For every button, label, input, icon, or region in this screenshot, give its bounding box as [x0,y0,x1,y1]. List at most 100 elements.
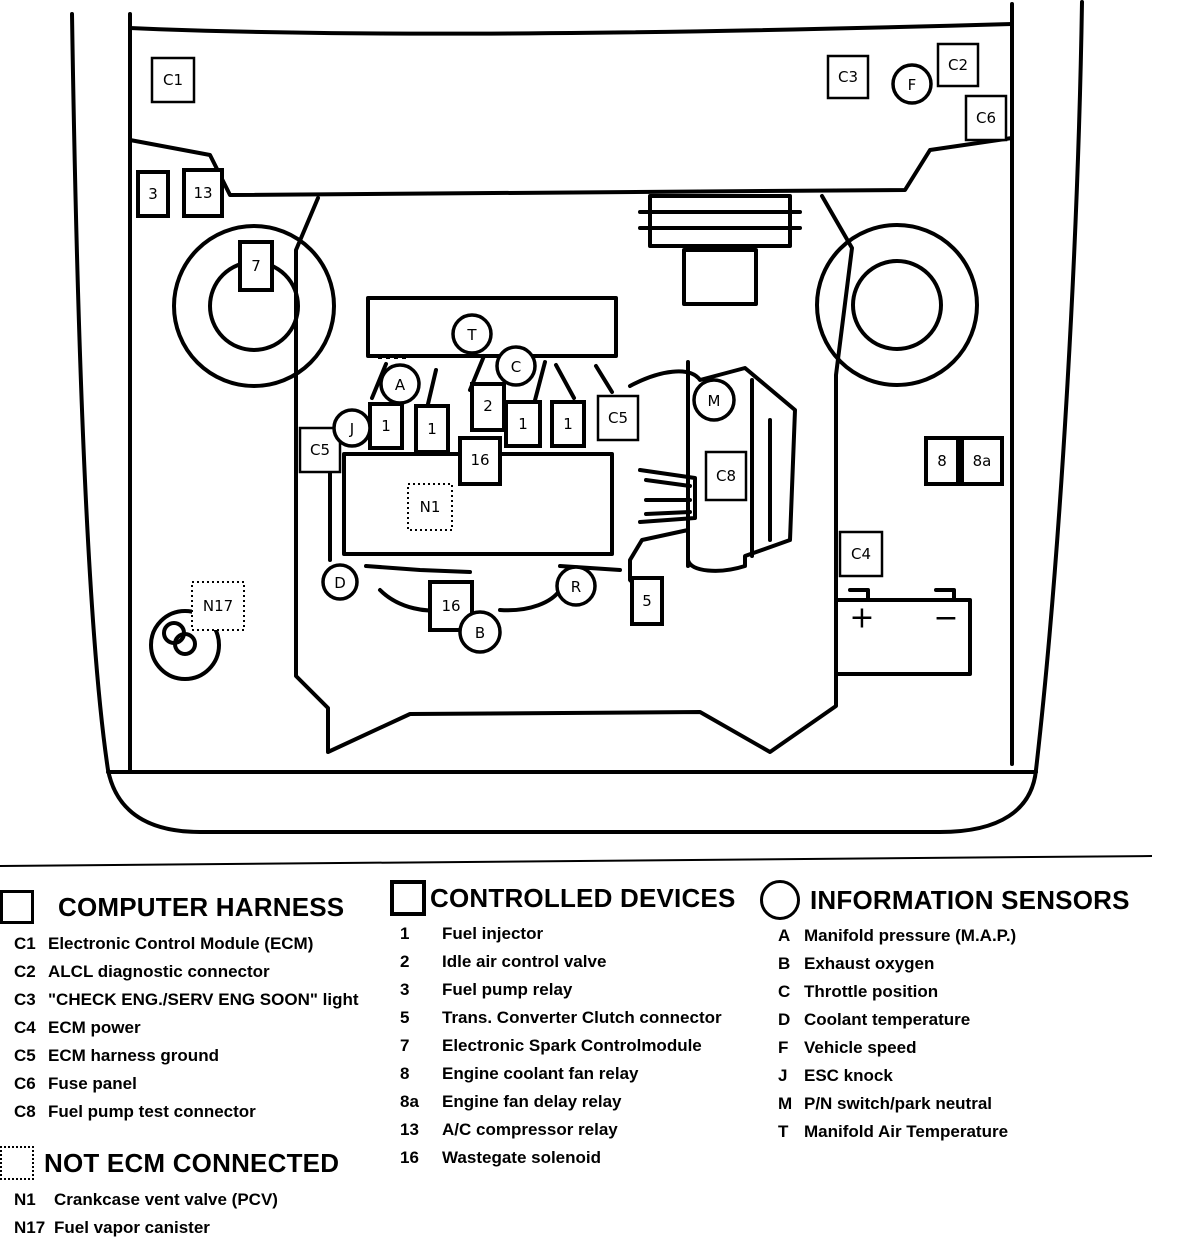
sensor-m-circle [692,378,736,422]
legend-item-code: C1 [14,934,36,953]
legend-item-code: D [778,1010,791,1029]
legend-item: C3"CHECK ENG./SERV ENG SOON" light [14,986,380,1014]
label-1a: 1 [381,417,391,435]
sensor-f-circle [891,63,933,105]
firewall-panel [128,22,1014,197]
legend-not-ecm-heading: NOT ECM CONNECTED [44,1147,340,1178]
label-f: F [908,76,917,94]
label-7: 7 [251,257,261,275]
harness-symbol-icon [0,890,34,924]
label-t: T [466,326,477,344]
label-c4: C4 [851,545,871,563]
right-strut-tower [815,223,979,387]
legend-item-code: C [778,982,791,1001]
label-n17: N17 [203,597,233,615]
legend-item-code: T [778,1122,789,1141]
device-16-bottom-box [428,580,474,632]
legend-item-text: Throttle position [804,982,939,1001]
label-a: A [395,376,406,394]
harness-c8-box [704,450,748,502]
label-1d: 1 [563,415,573,433]
legend-sensors-heading-row: INFORMATION SENSORS [760,880,1180,920]
sensor-t-circle [451,313,493,355]
legend-item: 1 Fuel injector [400,920,770,948]
label-c1: C1 [163,71,183,89]
label-b: B [475,624,485,642]
engine-compartment-diagram: C1 C3 C2 C6 C5 C5 C8 C4 3 13 7 1 1 2 16 … [0,0,1153,867]
legend-item-text: Idle air control valve [442,952,607,971]
legend-item-text: ECM harness ground [48,1046,219,1065]
device-1b-box [414,404,450,454]
not-ecm-symbol-icon [0,1146,34,1180]
harness-c4-box [838,530,884,578]
legend-item-code: 8a [400,1092,419,1111]
legend-divider [0,855,1153,867]
legend-item: C5 ECM harness ground [14,1042,380,1070]
legend-item-code: C3 [14,990,36,1009]
label-c-sensor: C [511,358,521,376]
label-d: D [334,574,346,592]
legend-item-text: Fuel pump test connector [48,1102,256,1121]
legend-item-code: B [778,954,791,973]
legend-item: C8 Fuel pump test connector [14,1098,380,1126]
legend-item-code: 5 [400,1008,410,1027]
legend-item-code: C2 [14,962,36,981]
harness-c5-left-box [298,426,342,474]
label-3: 3 [148,185,158,203]
device-8a-box [960,436,1004,486]
vehicle-outline [70,0,1084,834]
legend-item-code: 1 [400,924,410,943]
label-1c: 1 [518,415,528,433]
harness-c3-box [826,54,870,100]
legend-item-text: Crankcase vent valve (PCV) [54,1190,278,1209]
label-5: 5 [642,592,652,610]
legend-item-code: 3 [400,980,410,999]
legend-item-code: J [778,1066,788,1085]
legend-item: N1 Crankcase vent valve (PCV) [14,1186,380,1214]
sensor-j-circle [332,408,372,448]
engine-bay [294,194,854,754]
legend-item-text: Manifold Air Temperature [804,1122,1009,1141]
legend-item-text: Manifold pressure (M.A.P.) [804,926,1017,945]
legend-item-code: 13 [400,1120,419,1139]
harness-c5-right-box [596,394,640,442]
fuel-vapor-canister-outline [149,609,221,681]
legend-item: C Throttle position [778,978,1180,1006]
label-c5-right: C5 [608,409,628,427]
label-8: 8 [937,452,947,470]
left-strut-tower [172,224,336,388]
legend-item-text: Fuel injector [442,924,544,943]
label-c8: C8 [716,467,736,485]
label-n1: N1 [420,498,441,516]
legend-item-code: M [778,1094,793,1113]
legend-devices-heading-row: CONTROLLED DEVICES [390,880,770,916]
label-16-bottom: 16 [441,597,460,615]
legend-item-text: Fuel vapor canister [54,1218,210,1237]
sensor-a-circle [379,363,421,405]
legend-item-code: C5 [14,1046,36,1065]
legend-item-code: C8 [14,1102,36,1121]
legend-item-code: N1 [14,1190,36,1209]
sensor-symbol-icon [760,880,800,920]
device-1c-box [504,400,542,448]
label-2: 2 [483,397,493,415]
legend-sensors-heading: INFORMATION SENSORS [810,884,1130,915]
device-5-box [630,576,664,626]
device-13-box [182,168,224,218]
